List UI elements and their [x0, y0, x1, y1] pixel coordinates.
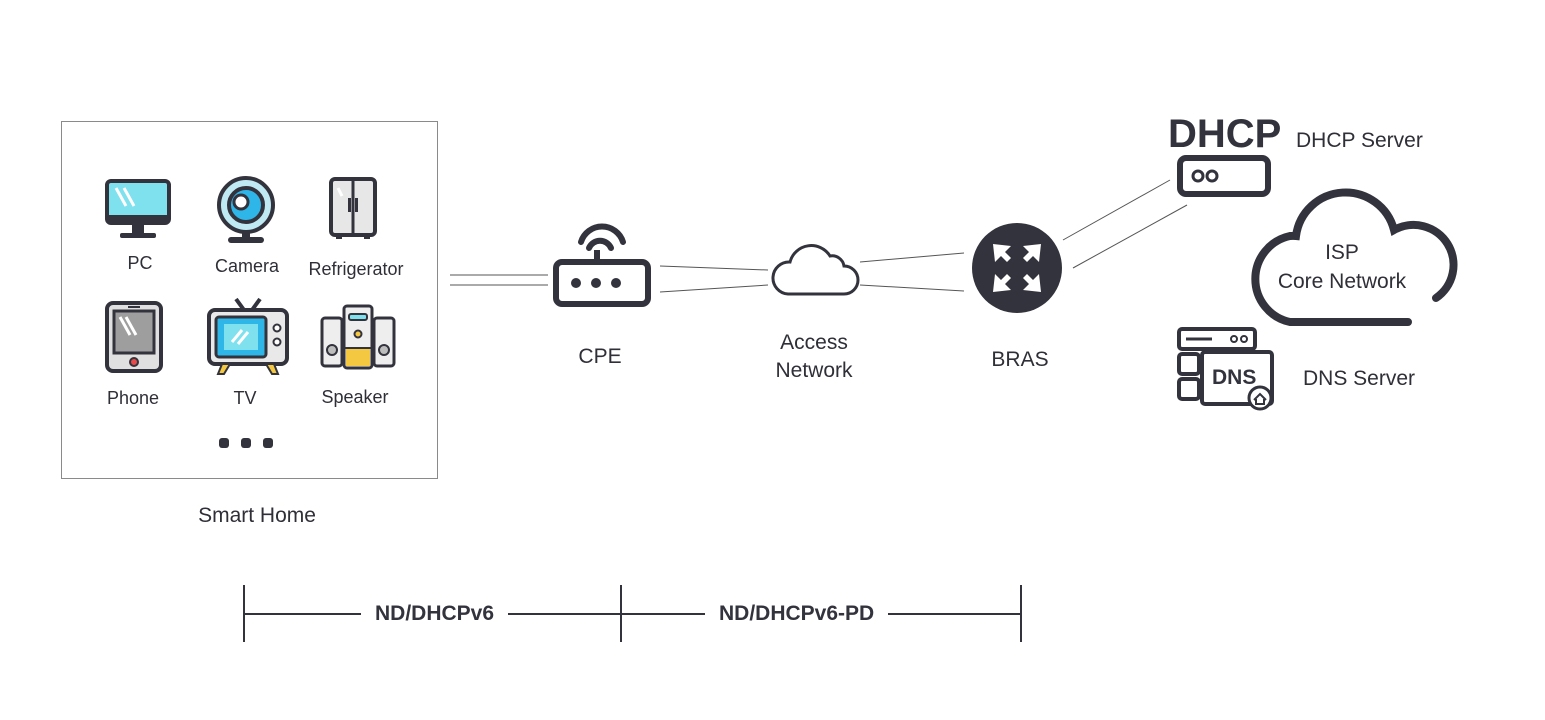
- camera-icon: [217, 176, 275, 243]
- device-label-phone: Phone: [106, 388, 160, 408]
- device-label-refrigerator: Refrigerator: [308, 259, 404, 279]
- device-label-camera: Camera: [214, 256, 280, 276]
- smart-home-title: Smart Home: [198, 504, 316, 527]
- device-label-pc: PC: [127, 253, 153, 273]
- tv-icon: [207, 297, 289, 375]
- access-network-cloud-icon: [771, 244, 860, 296]
- access-network-label: Access Network: [754, 329, 874, 385]
- dns-icon-text: DNS: [1212, 366, 1257, 389]
- device-label-speaker: Speaker: [321, 387, 389, 407]
- smart-home-box: [61, 121, 438, 479]
- protocol-label-nd-dhcpv6: ND/DHCPv6: [361, 602, 509, 626]
- dhcp-icon-text: DHCP: [1168, 112, 1282, 156]
- dhcp-server-label: DHCP Server: [1296, 129, 1423, 152]
- router-icon: [553, 223, 651, 307]
- pc-icon: [105, 179, 171, 238]
- protocol-label-nd-dhcpv6-pd: ND/DHCPv6-PD: [705, 602, 889, 626]
- dns-server-icon: [1177, 327, 1274, 411]
- isp-line1: ISP: [1325, 241, 1359, 264]
- bras-label: BRAS: [991, 348, 1049, 371]
- access-network-line1: Access: [780, 331, 848, 354]
- phone-icon: [105, 301, 163, 373]
- isp-cloud-icon: [1251, 188, 1458, 326]
- isp-line2: Core Network: [1277, 270, 1407, 293]
- refrigerator-icon: [329, 177, 377, 239]
- dns-server-label: DNS Server: [1303, 367, 1416, 390]
- more-dots-icon: [219, 438, 273, 448]
- cpe-label: CPE: [578, 345, 622, 368]
- isp-core-network-label: ISP Core Network: [1262, 238, 1422, 296]
- device-label-tv: TV: [233, 388, 257, 408]
- speaker-icon: [320, 304, 396, 370]
- dhcp-server-icon: [1177, 155, 1271, 197]
- bras-icon: [972, 223, 1062, 313]
- access-network-line2: Network: [775, 359, 853, 382]
